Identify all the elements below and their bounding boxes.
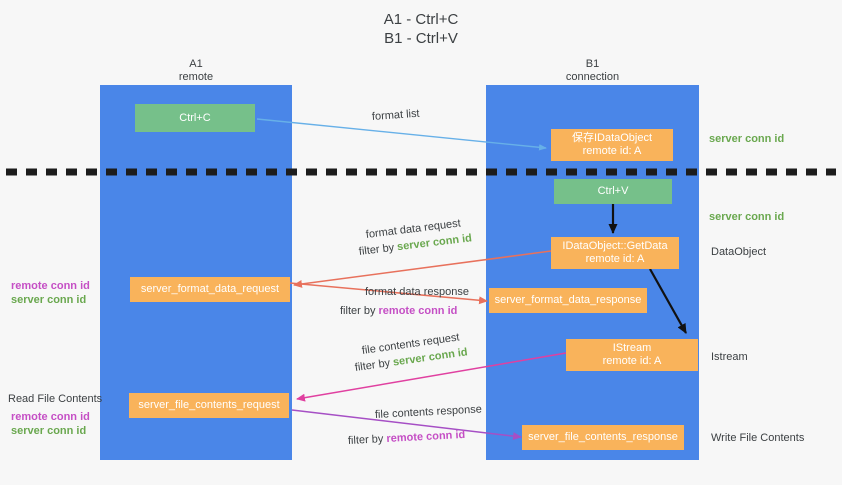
page-title: A1 - Ctrl+C B1 - Ctrl+V — [383, 11, 459, 47]
label-format-list-text: format list — [371, 107, 420, 123]
right-label-server-conn-id-top: server conn id — [709, 133, 785, 145]
box-ctrl-c[interactable]: Ctrl+C — [135, 104, 255, 132]
box-server-file-contents-request[interactable]: server_file_contents_request — [129, 393, 289, 418]
right-label-server-conn-id-mid: server conn id — [709, 211, 785, 223]
left-label-conn-ids-lower: remote conn id server conn id — [11, 410, 90, 438]
box-idataobject-getdata[interactable]: IDataObject::GetData remote id: A — [551, 237, 679, 269]
label-format-list: format list — [371, 107, 420, 125]
left-label-remote-conn-id: remote conn id — [11, 280, 90, 292]
lane-header-b1: B1 connection — [565, 58, 620, 83]
filter-prefix: filter by — [358, 241, 398, 258]
box-save-idataobject[interactable]: 保存IDataObject remote id: A — [551, 129, 673, 161]
left-label-conn-ids-upper: remote conn id server conn id — [11, 279, 90, 307]
left-label-remote-conn-id: remote conn id — [11, 411, 90, 423]
label-file-contents-response: file contents response — [375, 402, 483, 423]
box-istream[interactable]: IStream remote id: A — [566, 339, 698, 371]
box-server-format-data-request[interactable]: server_format_data_request — [130, 277, 290, 302]
filter-prefix: filter by — [354, 356, 394, 374]
box-server-file-contents-response[interactable]: server_file_contents_response — [522, 425, 684, 450]
filter-prefix: filter by — [340, 305, 379, 317]
label-file-contents-response-text: file contents response — [374, 403, 483, 421]
filter-target-remote-conn-id: remote conn id — [378, 305, 458, 317]
label-format-data-response: format data response — [365, 285, 469, 300]
left-label-server-conn-id: server conn id — [11, 294, 87, 306]
lane-header-a1: A1 remote — [178, 58, 214, 83]
filter-target-remote-conn-id: remote conn id — [386, 428, 466, 445]
label-format-data-response-filter: filter by remote conn id — [340, 304, 457, 319]
right-label-write-file-contents: Write File Contents — [711, 432, 805, 444]
right-label-data-object: DataObject — [711, 246, 767, 258]
box-server-format-data-response[interactable]: server_format_data_response — [489, 288, 647, 313]
box-ctrl-v[interactable]: Ctrl+V — [554, 179, 672, 204]
filter-prefix: filter by — [347, 432, 387, 447]
left-label-server-conn-id: server conn id — [11, 425, 87, 437]
label-file-contents-response-filter: filter by remote conn id — [348, 428, 466, 449]
label-format-data-response-text: format data response — [365, 286, 469, 298]
right-label-istream: Istream — [711, 351, 748, 363]
left-label-read-file-contents: Read File Contents — [8, 393, 103, 405]
